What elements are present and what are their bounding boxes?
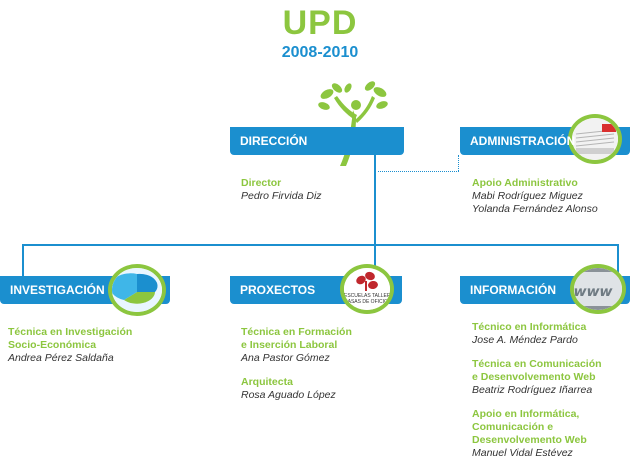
person-name: Mabi Rodríguez Miguez <box>472 190 583 202</box>
person-name: Jose A. Méndez Pardo <box>472 334 578 346</box>
connector-horizontal <box>22 244 619 246</box>
role-title: Apoio Administrativo <box>472 177 578 189</box>
box-administracion-label: ADMINISTRACIÓN <box>470 134 576 148</box>
logo-text: CASAS DE OFICIOS <box>344 299 392 305</box>
role-title-line: Apoio en Informática, <box>472 408 580 420</box>
person-name: Yolanda Fernández Alonso <box>472 203 598 215</box>
box-informacion-content: Técnico en Informática Jose A. Méndez Pa… <box>472 321 637 460</box>
connector-investigacion <box>22 244 24 276</box>
role-title-line: e Inserción Laboral <box>241 339 338 351</box>
role-title-line: Técnica en Investigación <box>8 326 133 338</box>
logo-text: ESCUELAS TALLER <box>344 293 391 299</box>
box-direccion-header: DIRECCIÓN <box>230 127 404 155</box>
box-direccion-content: Director Pedro Firvida Diz <box>241 177 401 203</box>
pie-chart-icon <box>108 264 166 316</box>
box-proxectos-label: PROXECTOS <box>240 283 316 297</box>
person-name: Beatriz Rodríguez Iñarrea <box>472 384 593 396</box>
person-name: Ana Pastor Gómez <box>241 352 330 364</box>
tree-emblem-icon <box>318 80 388 170</box>
escuelas-taller-logo: ESCUELAS TALLER CASAS DE OFICIOS <box>340 264 394 314</box>
page-years: 2008-2010 <box>281 44 359 61</box>
connector-admin-dotted <box>378 171 459 172</box>
role-title-line: Socio-Económica <box>8 339 97 351</box>
papers-icon <box>568 114 622 164</box>
box-proxectos-content: Técnica en Formación e Inserción Laboral… <box>241 326 406 402</box>
person-name: Pedro Firvida Diz <box>241 190 322 202</box>
box-investigacion-label: INVESTIGACIÓN <box>10 283 105 297</box>
person-name: Rosa Aguado López <box>241 389 336 401</box>
person-name: Manuel Vidal Estévez <box>472 447 573 459</box>
connector-admin-dotted-vertical <box>458 155 459 171</box>
role-title-line: Comunicación e <box>472 421 554 433</box>
role-title-line: Técnica en Comunicación <box>472 358 602 370</box>
role-title-line: e Desenvolvemento Web <box>472 371 596 383</box>
box-administracion-content: Apoio Administrativo Mabi Rodríguez Migu… <box>472 177 637 216</box>
connector-direccion-down <box>374 155 376 245</box>
page-title: UPD <box>282 4 358 42</box>
role-title-line: Desenvolvemento Web <box>472 434 587 446</box>
person-name: Andrea Pérez Saldaña <box>8 352 114 364</box>
box-direccion-label: DIRECCIÓN <box>240 134 308 148</box>
role-title: Director <box>241 177 282 189</box>
www-icon: www <box>570 264 626 314</box>
role-title-line: Arquitecta <box>241 376 293 388</box>
svg-text:www: www <box>574 284 614 300</box>
box-investigacion-content: Técnica en Investigación Socio-Económica… <box>8 326 178 365</box>
role-title-line: Técnica en Formación <box>241 326 352 338</box>
connector-proxectos <box>374 244 376 276</box>
box-informacion-label: INFORMACIÓN <box>470 283 556 297</box>
role-title-line: Técnico en Informática <box>472 321 587 333</box>
connector-informacion <box>617 244 619 276</box>
